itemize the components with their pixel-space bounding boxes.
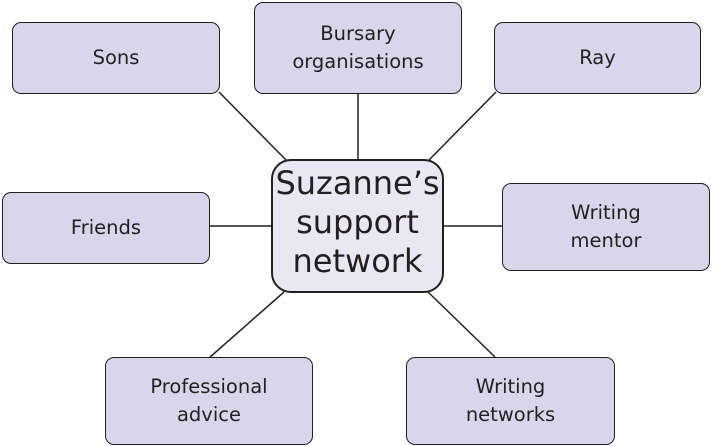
- node-writing-networks: Writing networks: [406, 357, 615, 445]
- node-bursary-organisations: Bursary organisations: [254, 2, 462, 94]
- node-label: Ray: [579, 46, 616, 69]
- hub-label: Suzanne’s support network: [275, 163, 440, 280]
- connector-ray: [428, 91, 497, 161]
- node-label: Writing mentor: [570, 201, 642, 252]
- node-label: Sons: [92, 46, 140, 69]
- node-ray: Ray: [494, 22, 701, 94]
- connector-advice: [208, 291, 285, 359]
- node-professional-advice: Professional advice: [105, 357, 313, 445]
- connector-networks: [427, 291, 496, 358]
- node-label: Professional advice: [150, 375, 268, 426]
- node-writing-mentor: Writing mentor: [502, 183, 710, 271]
- hub-suzannes-support-network: Suzanne’s support network: [271, 159, 444, 293]
- connector-sons: [218, 91, 287, 161]
- node-label: Writing networks: [465, 375, 556, 426]
- node-sons: Sons: [12, 22, 220, 94]
- node-friends: Friends: [2, 192, 210, 264]
- node-label: Bursary organisations: [292, 22, 424, 73]
- node-label: Friends: [70, 216, 142, 239]
